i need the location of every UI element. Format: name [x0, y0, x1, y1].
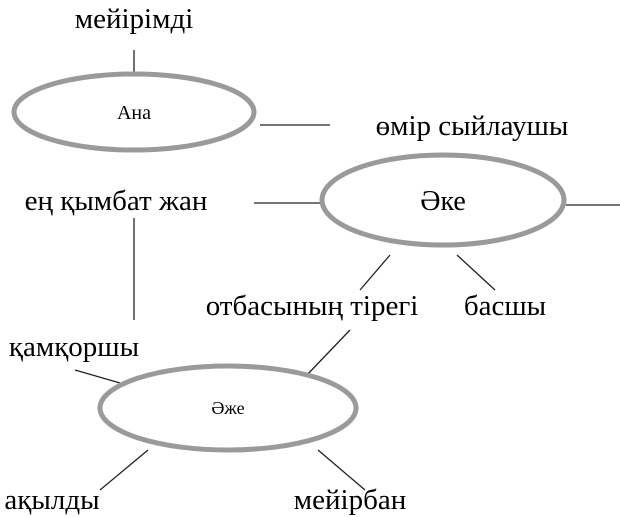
connector-ake-otbasy [359, 254, 391, 291]
label-basshy: басшы [464, 290, 546, 322]
connector-otbasy-aje [304, 329, 351, 378]
node-ana-ellipse [11, 71, 257, 153]
connector-qamqorshy-aje [74, 369, 121, 384]
label-en-qymbat-jan: ең қымбат жан [25, 185, 208, 217]
connector-ake-basshy [456, 254, 496, 291]
connector-aje-meyirban [317, 449, 366, 491]
label-meyirimdi: мейірімді [75, 3, 194, 35]
label-qamqorshy: қамқоршы [9, 331, 139, 363]
node-ake-label: Әке [420, 186, 466, 217]
node-aje-label: Әже [211, 398, 244, 418]
label-meyirban: мейірбан [294, 484, 406, 516]
node-ake-ellipse [319, 152, 567, 248]
label-omir-syilaushy: өмір сыйлаушы [376, 110, 569, 142]
label-aqyldy: ақылды [4, 484, 99, 516]
label-otbasynyn-tiregi: отбасының тірегі [206, 290, 419, 322]
connector-aje-aqyldy [99, 449, 149, 491]
node-aje-ellipse [97, 363, 359, 453]
node-ana-label: Ана [117, 102, 151, 124]
